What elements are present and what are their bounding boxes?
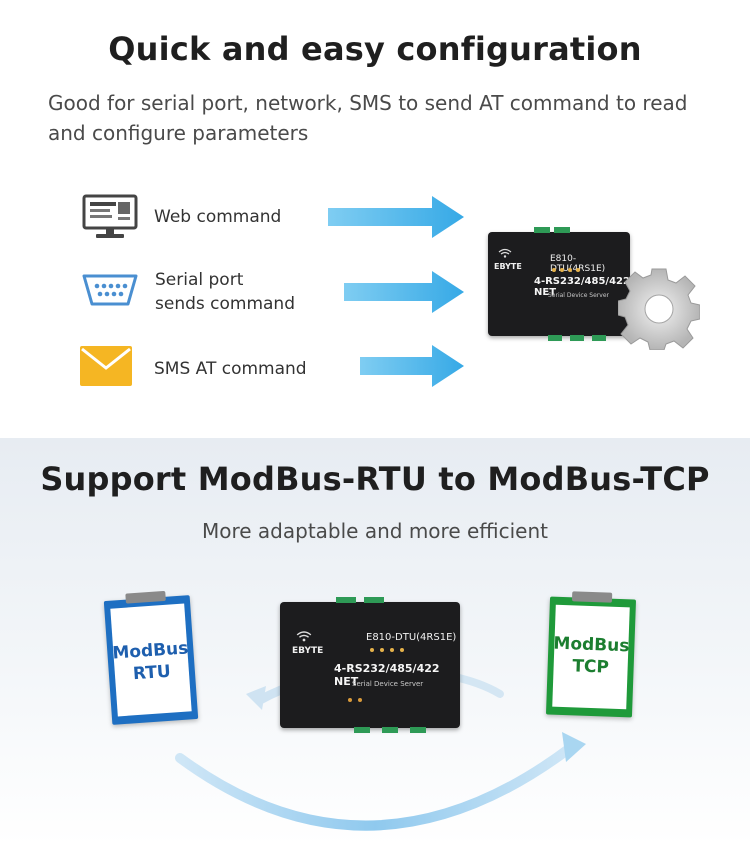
serial-port-label-line1: Serial port <box>155 270 244 290</box>
serial-device-server-image: EBYTE E810-DTU(4RS1E) 4-RS232/485/422 NE… <box>488 227 630 341</box>
envelope-icon <box>80 346 132 386</box>
device-caption: Serial Device Server <box>352 680 424 688</box>
sms-command-label: SMS AT command <box>154 359 307 379</box>
section-subtitle-line2: and configure parameters <box>48 121 309 145</box>
clip-icon <box>125 590 166 604</box>
arrow-right-icon <box>344 271 464 313</box>
serial-device-server-image: EBYTE E810-DTU(4RS1E) 4-RS232/485/422 NE… <box>280 597 460 733</box>
device-name: 4-RS232/485/422 NET <box>534 276 630 298</box>
device-brand: EBYTE <box>494 262 522 271</box>
device-brand: EBYTE <box>292 646 324 656</box>
modbus-tcp-card: ModBus TCP <box>545 591 637 718</box>
tcp-line1: ModBus <box>553 633 630 657</box>
arrow-right-icon <box>360 345 464 387</box>
web-command-label: Web command <box>154 207 282 227</box>
section-title: Quick and easy configuration <box>108 30 642 68</box>
section-subtitle: More adaptable and more efficient <box>201 519 548 543</box>
clip-icon <box>571 591 613 603</box>
wifi-icon <box>498 248 512 258</box>
section-title: Support ModBus-RTU to ModBus-TCP <box>40 460 710 498</box>
modbus-rtu-card: ModBus RTU <box>103 590 199 725</box>
gear-icon <box>618 268 700 350</box>
device-caption: Serial Device Server <box>548 292 609 299</box>
arrow-right-icon <box>328 196 464 238</box>
section-subtitle-line1: Good for serial port, network, SMS to se… <box>48 91 688 115</box>
device-model: E810-DTU(4RS1E) <box>366 632 457 643</box>
tcp-line2: TCP <box>572 656 610 678</box>
monitor-icon <box>82 194 138 238</box>
serial-port-icon <box>82 274 138 306</box>
serial-port-label-line2: sends command <box>155 294 295 314</box>
modbus-section: Support ModBus-RTU to ModBus-TCP More ad… <box>0 438 750 845</box>
device-name: 4-RS232/485/422 NET <box>334 662 440 688</box>
configuration-section: Quick and easy configuration Good for se… <box>48 30 700 387</box>
wifi-icon <box>296 631 312 642</box>
